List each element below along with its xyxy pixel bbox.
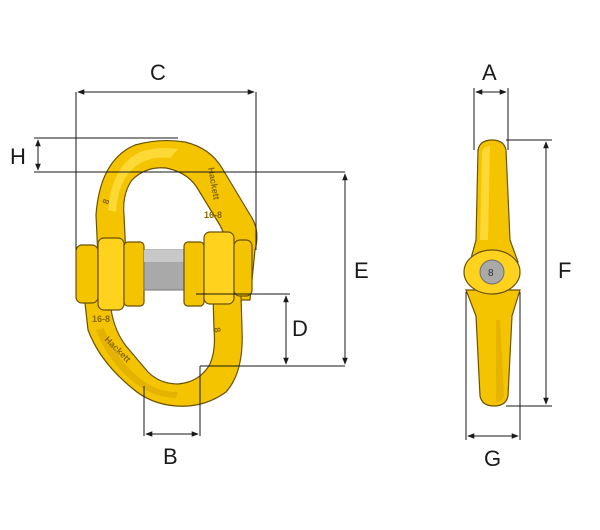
pin-shade [144,250,184,262]
side-lower-shadow [496,320,504,402]
label-b: B [163,444,178,469]
left-outer-lug [75,244,99,304]
label-h: H [10,144,26,169]
side-lower-plate [465,289,521,407]
emboss-size-bottom: 16-8 [92,314,110,324]
right-inner-lug [203,231,235,305]
emboss-size-top: 16-8 [204,210,222,220]
right-boss [183,241,205,307]
side-dimensions [465,88,552,440]
front-view: 8 16-8 Hackett 16-8 Hackett 8 [75,139,258,407]
side-upper-highlight [480,146,490,240]
label-e: E [354,258,369,283]
emboss-grade-bottom: 8 [212,327,223,334]
label-a: A [482,60,497,85]
label-c: C [150,60,166,85]
lower-link-shadow [96,328,178,398]
side-view: 8 [463,139,521,407]
dimension-labels: C H E D B A F G [10,60,571,471]
side-pin-mark: 8 [488,268,494,279]
upper-link-half [95,139,258,301]
side-pin-head [479,259,505,285]
right-outer-lug [233,239,253,297]
emboss-grade-top: 8 [100,198,111,206]
label-d: D [292,316,308,341]
left-boss [123,241,145,307]
upper-link-highlight [108,148,178,212]
label-f: F [558,258,571,283]
front-dimensions [34,89,348,437]
side-upper-plate [469,139,519,263]
label-g: G [484,446,501,471]
left-inner-lug [97,237,125,311]
